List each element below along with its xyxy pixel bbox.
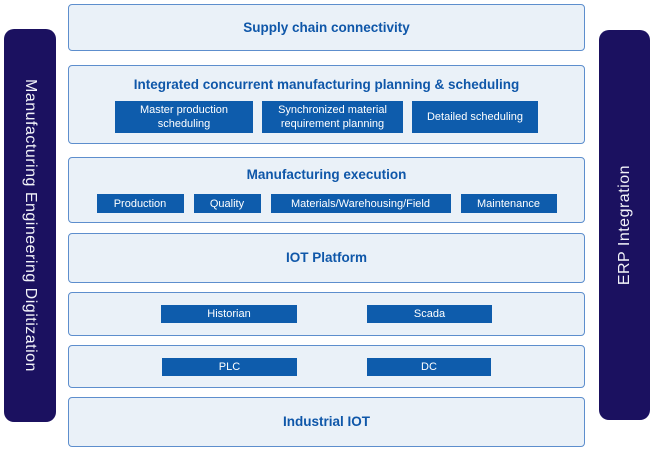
block-maintenance: Maintenance: [460, 194, 557, 213]
right-vertical-bar-label: ERP Integration: [615, 164, 633, 286]
layer-iot-platform: IOT Platform: [68, 233, 585, 283]
layer-plc-dc: PLC DC: [68, 345, 585, 388]
left-vertical-bar-label: Manufacturing Engineering Digitization: [22, 79, 39, 372]
layer-supply-chain: Supply chain connectivity: [68, 4, 585, 51]
block-dc: DC: [367, 357, 491, 376]
layer-execution: Manufacturing execution Production Quali…: [68, 157, 585, 223]
layer-execution-title: Manufacturing execution: [246, 167, 407, 182]
layer-historian-scada: Historian Scada: [68, 292, 585, 336]
block-scada: Scada: [367, 305, 492, 323]
block-plc: PLC: [162, 357, 297, 376]
layer-iot-platform-title: IOT Platform: [285, 250, 367, 265]
block-historian: Historian: [161, 305, 297, 323]
execution-blocks: Production Quality Materials/Warehousing…: [69, 194, 584, 213]
block-master-production-scheduling: Master production scheduling: [115, 101, 253, 133]
block-detailed-scheduling: Detailed scheduling: [412, 101, 538, 133]
block-synchronized-material-requirement-planning: Synchronized material requirement planni…: [262, 101, 403, 133]
layer-industrial-iot: Industrial IOT: [68, 397, 585, 447]
right-vertical-bar: ERP Integration: [599, 30, 650, 420]
block-production: Production: [96, 194, 184, 213]
layer-stack: Supply chain connectivity Integrated con…: [68, 0, 585, 451]
block-materials-warehousing-field: Materials/Warehousing/Field: [270, 194, 451, 213]
layer-planning-title: Integrated concurrent manufacturing plan…: [133, 77, 520, 92]
block-quality: Quality: [193, 194, 261, 213]
layer-planning: Integrated concurrent manufacturing plan…: [68, 65, 585, 144]
planning-blocks: Master production scheduling Synchronize…: [69, 101, 584, 133]
left-vertical-bar: Manufacturing Engineering Digitization: [4, 29, 56, 422]
layer-supply-chain-title: Supply chain connectivity: [243, 19, 410, 35]
layer-industrial-iot-title: Industrial IOT: [282, 414, 370, 429]
